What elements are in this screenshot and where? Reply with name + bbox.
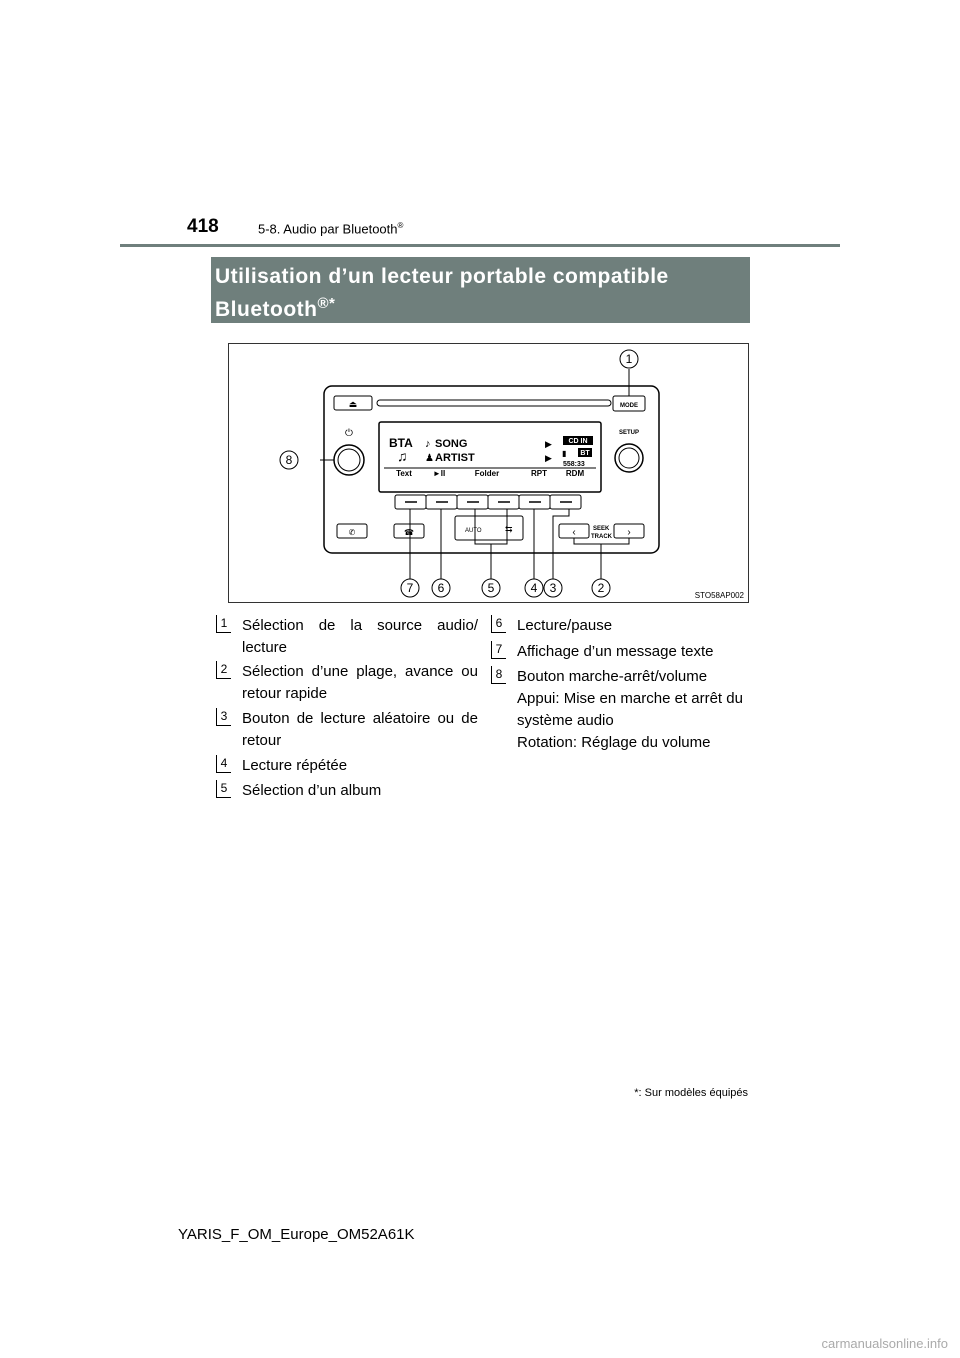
chevron-right-icon: › bbox=[627, 527, 630, 538]
watermark: carmanualsonline.info bbox=[821, 1336, 948, 1351]
person-icon: ♟ bbox=[425, 453, 434, 464]
legend-item: 6 Lecture/pause bbox=[491, 615, 753, 637]
callout-lines bbox=[320, 369, 630, 580]
legend-item: 1 Sélection de la source audio/ lecture bbox=[216, 615, 478, 659]
aux-usb-port bbox=[454, 515, 524, 541]
callout-3: 3 bbox=[550, 581, 557, 595]
softkey-rpt: RPT bbox=[531, 469, 547, 478]
cd-in-badge bbox=[563, 436, 593, 445]
display-frame bbox=[378, 421, 602, 493]
music-note-icon: ♪ bbox=[425, 438, 431, 450]
display-song: SONG bbox=[435, 438, 467, 450]
legend-item: 7 Affichage d’un message texte bbox=[491, 641, 753, 663]
banner-title: Utilisation d’un lecteur portable compat… bbox=[215, 263, 669, 323]
heading-banner: Utilisation d’un lecteur portable compat… bbox=[211, 257, 750, 323]
figure-code: STO58AP002 bbox=[694, 591, 744, 600]
audio-unit-illustration: ⏏ MODE ⏻ SETUP BTA ♪ SONG ♫ ♟ ARTIST ▶ ▶… bbox=[279, 349, 660, 598]
callout-5: 5 bbox=[488, 581, 495, 595]
footnote: *: Sur modèles équipés bbox=[634, 1087, 748, 1099]
callout-8: 8 bbox=[286, 453, 293, 467]
footer-doc-id: YARIS_F_OM_Europe_OM52A61K bbox=[178, 1226, 415, 1243]
callout-2: 2 bbox=[598, 581, 605, 595]
cd-slot bbox=[376, 399, 612, 407]
page-number: 418 bbox=[187, 216, 219, 237]
signal-icon: ▮ bbox=[562, 449, 566, 458]
section-title: 5-8. Audio par Bluetooth® bbox=[258, 221, 403, 236]
softkey-rdm: RDM bbox=[566, 469, 585, 478]
banner-line-1: Utilisation d’un lecteur portable compat… bbox=[215, 265, 669, 288]
knob-inner bbox=[337, 448, 361, 472]
legend-item: 2 Sélection d’une plage, avance ou retou… bbox=[216, 661, 478, 705]
eject-button bbox=[333, 395, 373, 411]
hangup-icon: ☎ bbox=[404, 528, 414, 537]
track-label: TRACK bbox=[591, 534, 613, 540]
chevron-left-icon: ‹ bbox=[572, 527, 575, 538]
preset-buttons bbox=[394, 494, 582, 510]
setup-label: SETUP bbox=[619, 430, 639, 436]
power-icon: ⏻ bbox=[345, 428, 353, 439]
audio-unit-figure: ⏏ MODE ⏻ SETUP BTA ♪ SONG ♫ ♟ ARTIST ▶ ▶… bbox=[228, 343, 749, 603]
arrow-icon: ▶ bbox=[545, 453, 552, 463]
bt-badge bbox=[578, 448, 592, 457]
mode-label: MODE bbox=[620, 403, 638, 409]
aux-label: AUTO bbox=[465, 528, 482, 534]
legend-item: 8 Bouton marche-arrêt/volume Appui: Mise… bbox=[491, 666, 753, 754]
callout-6: 6 bbox=[438, 581, 445, 595]
banner-line-2: Bluetooth®* bbox=[215, 295, 336, 321]
softkey-play: ►II bbox=[433, 469, 445, 478]
display-source: BTA bbox=[389, 436, 413, 450]
svg-text:CD IN: CD IN bbox=[568, 438, 587, 445]
callout-circles bbox=[279, 349, 639, 598]
registered-mark: ® bbox=[397, 221, 404, 230]
softkey-text: Text bbox=[396, 469, 412, 478]
seek-label: SEEK bbox=[593, 526, 610, 532]
legend-item: 4 Lecture répétée bbox=[216, 755, 478, 777]
hangup-button bbox=[393, 523, 425, 539]
legend-item: 5 Sélection d’un album bbox=[216, 780, 478, 802]
legend-item: 3 Bouton de lecture aléatoire ou de reto… bbox=[216, 708, 478, 752]
display-artist: ARTIST bbox=[435, 452, 475, 464]
callout-4: 4 bbox=[531, 581, 538, 595]
softkey-folder: Folder bbox=[475, 469, 499, 478]
phone-button bbox=[336, 523, 368, 539]
usb-icon: ⇆ bbox=[505, 524, 513, 534]
display-time: 558:33 bbox=[563, 461, 585, 468]
header-rule bbox=[120, 244, 840, 247]
callout-1: 1 bbox=[626, 352, 633, 366]
svg-text:BT: BT bbox=[580, 450, 590, 457]
arrow-icon: ▶ bbox=[545, 439, 552, 449]
music-icon: ♫ bbox=[397, 448, 408, 464]
section-text: 5-8. Audio par Bluetooth bbox=[258, 221, 398, 237]
eject-icon: ⏏ bbox=[349, 399, 358, 409]
phone-icon: ✆ bbox=[349, 528, 356, 537]
callout-7: 7 bbox=[407, 581, 414, 595]
